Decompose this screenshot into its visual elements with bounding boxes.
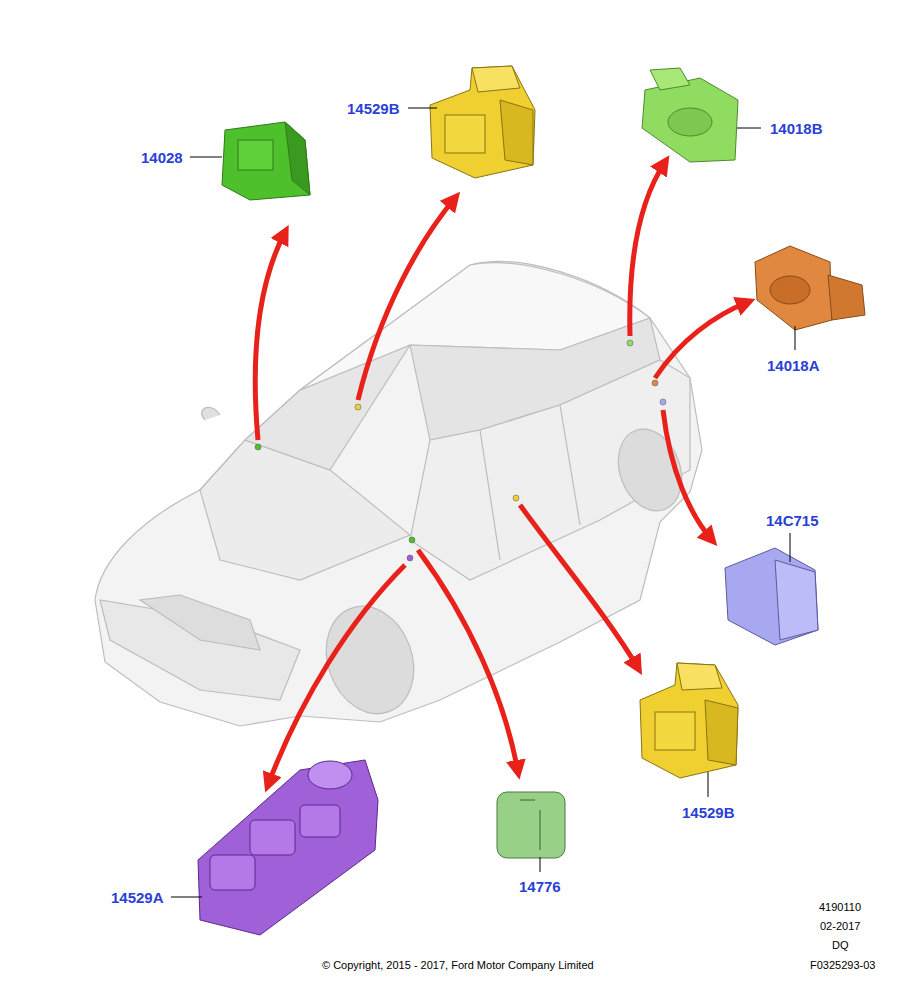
callout-number: 14018B bbox=[770, 120, 823, 137]
footer-note: 02-2017 bbox=[820, 920, 860, 932]
callout-number: 14028 bbox=[141, 149, 183, 166]
part-14529a bbox=[198, 760, 378, 935]
vehicle-body bbox=[95, 262, 702, 726]
location-arrows bbox=[255, 162, 748, 785]
part-14018b bbox=[642, 68, 738, 162]
part-14529b-upper bbox=[430, 66, 535, 178]
footer-note: F0325293-03 bbox=[810, 959, 875, 971]
part-14028 bbox=[222, 122, 310, 200]
callout-number: 14529B bbox=[347, 100, 400, 117]
part-14529b-lower bbox=[640, 663, 738, 778]
callout-number: 14529A bbox=[111, 889, 164, 906]
callout-number: 14C715 bbox=[766, 512, 819, 529]
callout-number: 14776 bbox=[519, 878, 561, 895]
part-14c715 bbox=[725, 548, 818, 645]
footer-note: © Copyright, 2015 - 2017, Ford Motor Com… bbox=[322, 959, 594, 971]
footer-note: 4190110 bbox=[819, 901, 861, 913]
location-dots bbox=[255, 340, 666, 561]
part-14018a bbox=[755, 246, 865, 330]
footer-note: DQ bbox=[832, 939, 849, 951]
callout-number: 14018A bbox=[767, 357, 820, 374]
part-14776 bbox=[497, 792, 565, 858]
leader-lines bbox=[171, 108, 795, 897]
callout-number: 14529B bbox=[682, 804, 735, 821]
